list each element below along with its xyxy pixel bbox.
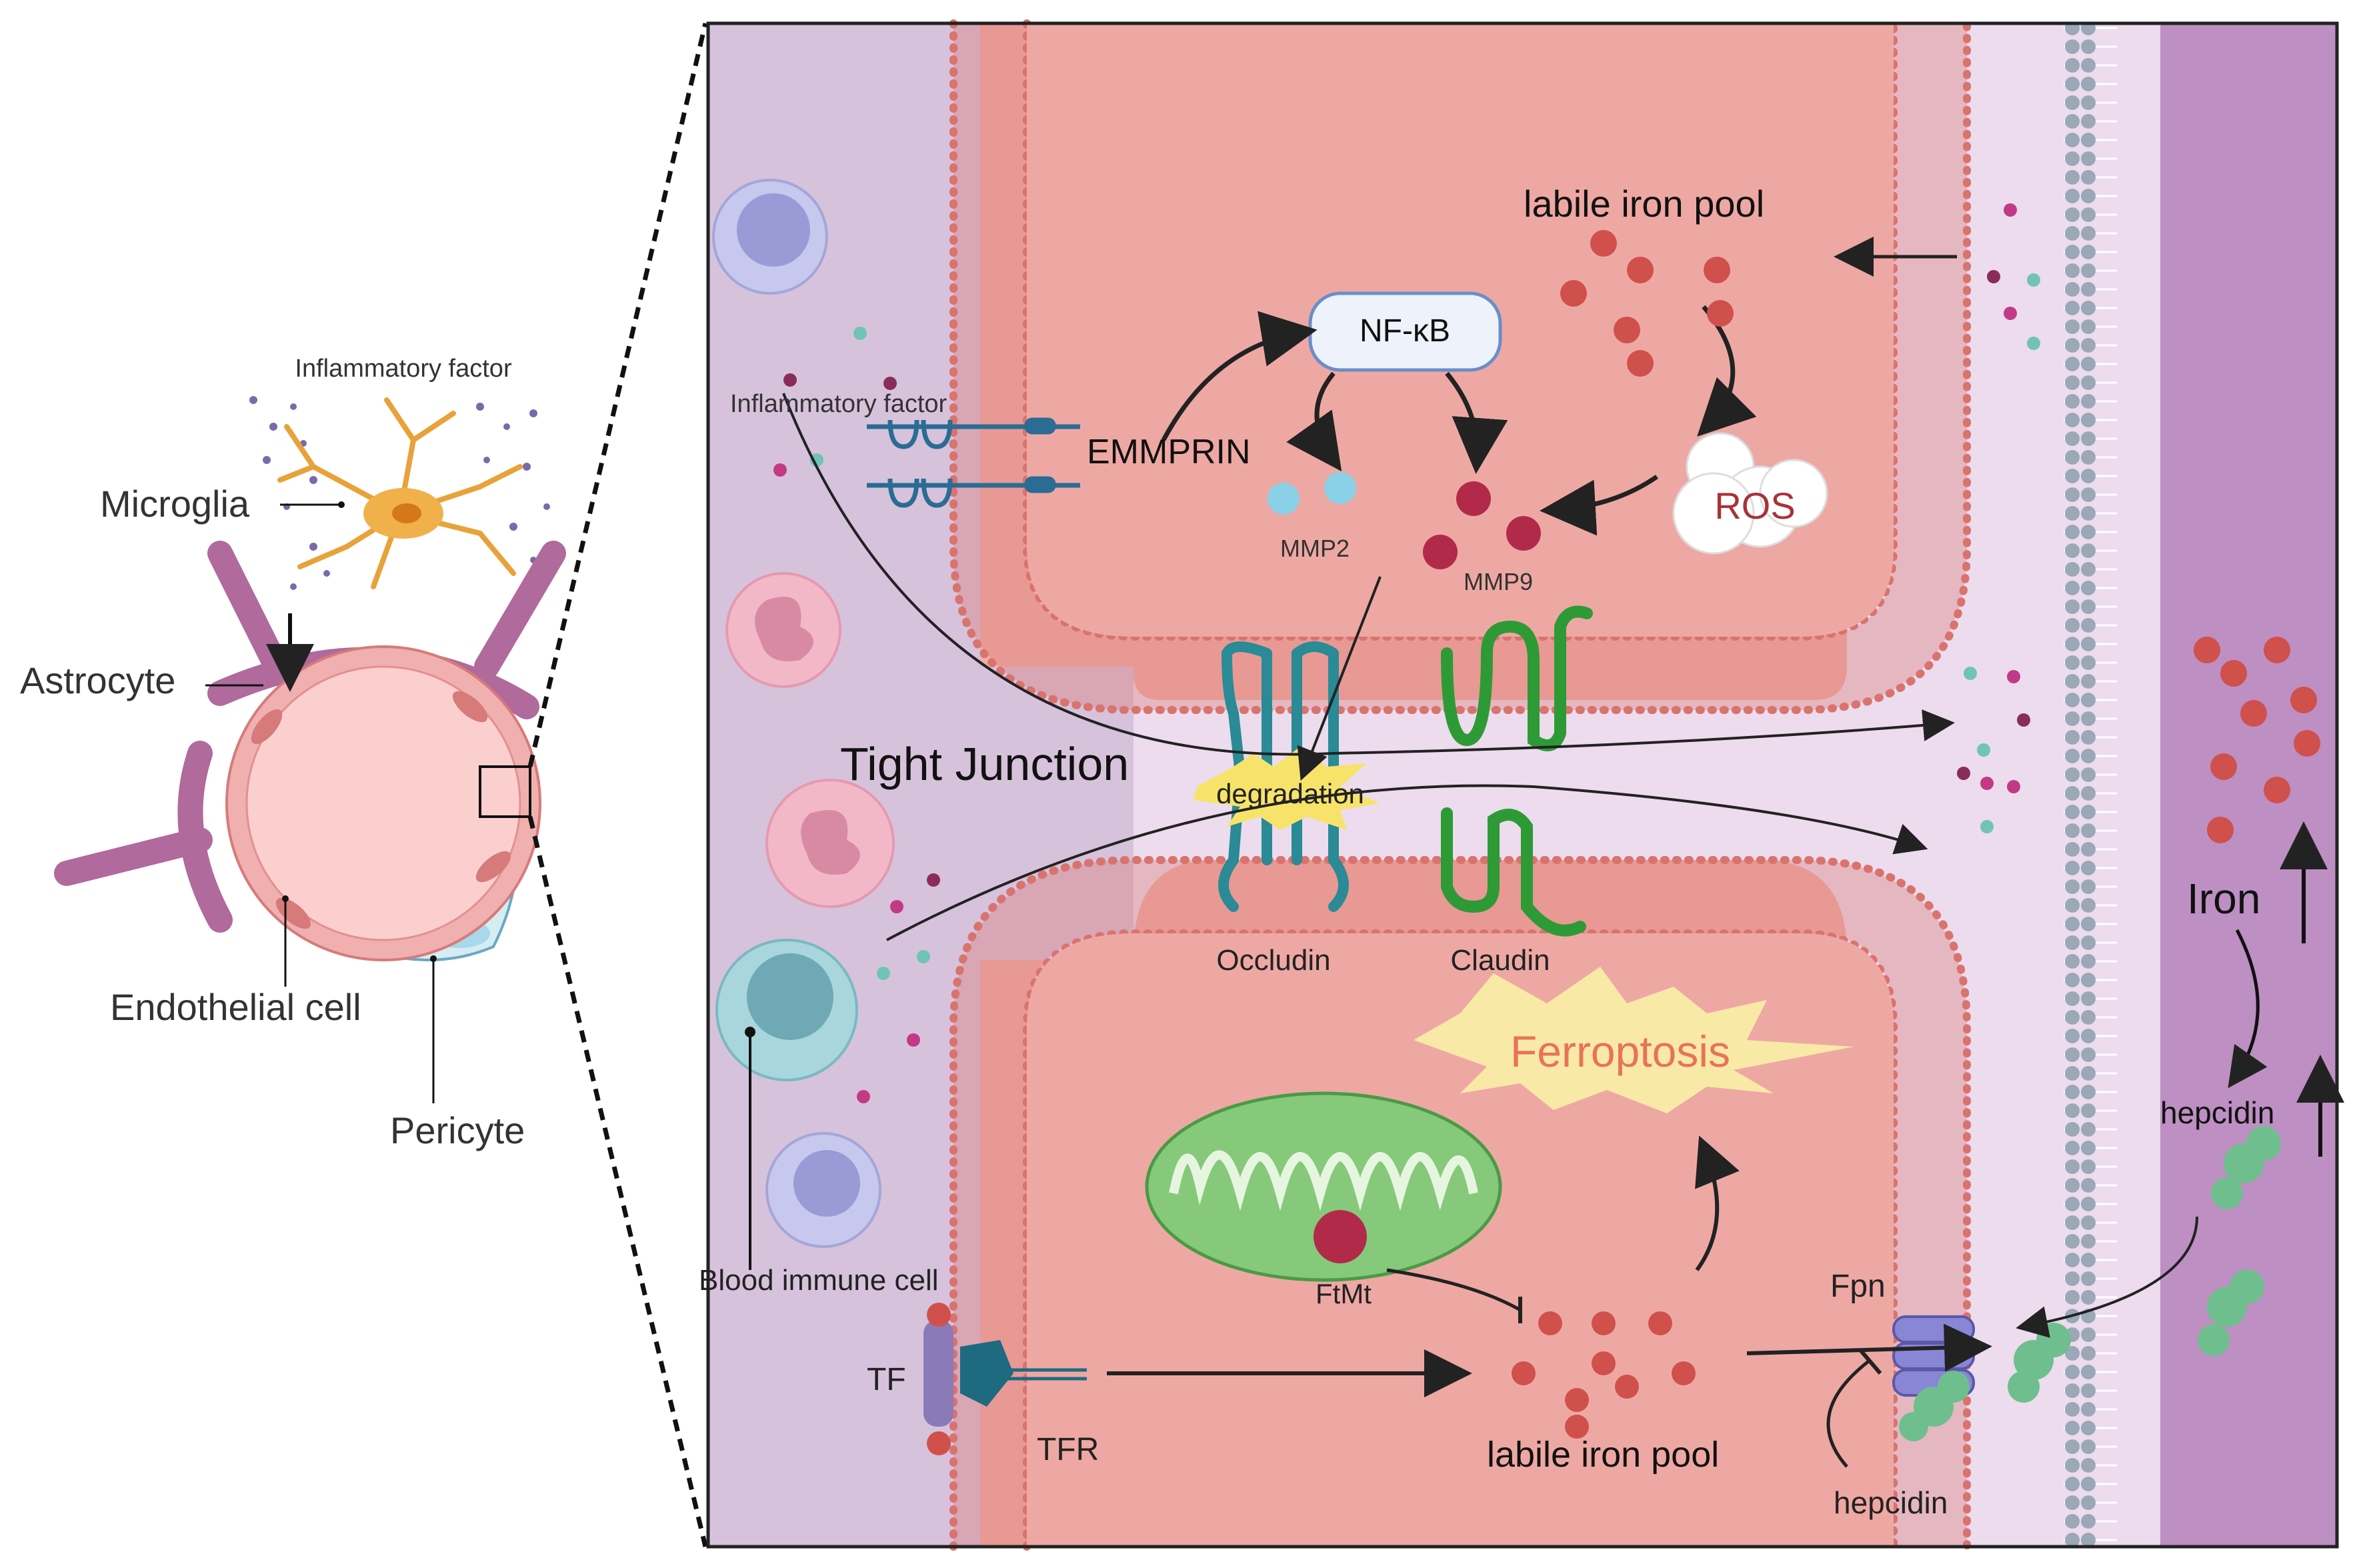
blood-immune-cells [712,179,895,1270]
ferroptosis-burst [1414,967,1854,1113]
mmp2-label: MMP2 [1280,535,1350,562]
iron-dots-bottom [1512,1311,1696,1439]
iron-label: Iron [2187,875,2260,923]
labile-iron-pool-top-label: labile iron pool [1524,183,1764,225]
tight-junction-label: Tight Junction [840,738,1129,790]
ros-label: ROS [1714,485,1795,527]
fpn-label: Fpn [1830,1269,1886,1304]
zoom-line-bottom [527,816,708,1547]
ftmt-protein [1314,1210,1367,1263]
mmp9-label: MMP9 [1464,568,1533,595]
degradation-burst [1194,747,1380,830]
mmp9-proteins [1423,481,1541,569]
ferroptosis-label: Ferroptosis [1510,1027,1730,1076]
claudin-label: Claudin [1450,944,1550,977]
inflammatory-dots-panel [773,203,2040,1103]
tfr-label: TFR [1037,1432,1099,1467]
ros-cloud [1672,432,1828,555]
inflammatory-factor-top-label: Inflammatory factor [295,355,512,383]
zoom-line-top [527,23,708,767]
endothelial-cell-label: Endothelial cell [110,986,361,1028]
vessel-lumen [245,665,521,941]
top-cell-membrane [953,23,1967,710]
ftmt-label: FtMt [1316,1278,1372,1309]
inflammatory-dots-top [249,396,550,590]
iron-dots-top [1560,230,1734,377]
nfkb-label: NF-κB [1360,313,1450,349]
microglia-label: Microglia [100,483,250,525]
pericyte-label: Pericyte [390,1109,525,1151]
pericyte-band [2160,23,2337,1547]
inflammatory-factor-panel-label: Inflammatory factor [730,390,947,418]
hepcidin-right-label: hepcidin [2160,1095,2274,1130]
iron-dots-right [2194,637,2320,843]
emmprin-label: EMMPRIN [1087,433,1251,471]
emmprin-receptors [867,417,1080,508]
panel-border [706,21,2339,1549]
hepcidin-bottom-label: hepcidin [1834,1485,1948,1520]
tf-label: TF [867,1362,906,1397]
mmp2-proteins [1268,472,1356,515]
occludin-label: Occludin [1216,944,1330,977]
vessel-cross-section [54,396,566,1103]
astrocyte-label: Astrocyte [20,659,175,701]
claudin-proteins [1441,605,1593,937]
zoom-box [479,765,531,818]
degradation-label: degradation [1216,778,1364,809]
basement-membrane [2064,23,2117,1547]
labile-iron-pool-bottom-label: labile iron pool [1487,1435,1719,1475]
bottom-cell-membrane [953,860,1967,1547]
blood-immune-cell-label: Blood immune cell [699,1264,939,1297]
tf-tfr-complex [923,1303,1087,1455]
